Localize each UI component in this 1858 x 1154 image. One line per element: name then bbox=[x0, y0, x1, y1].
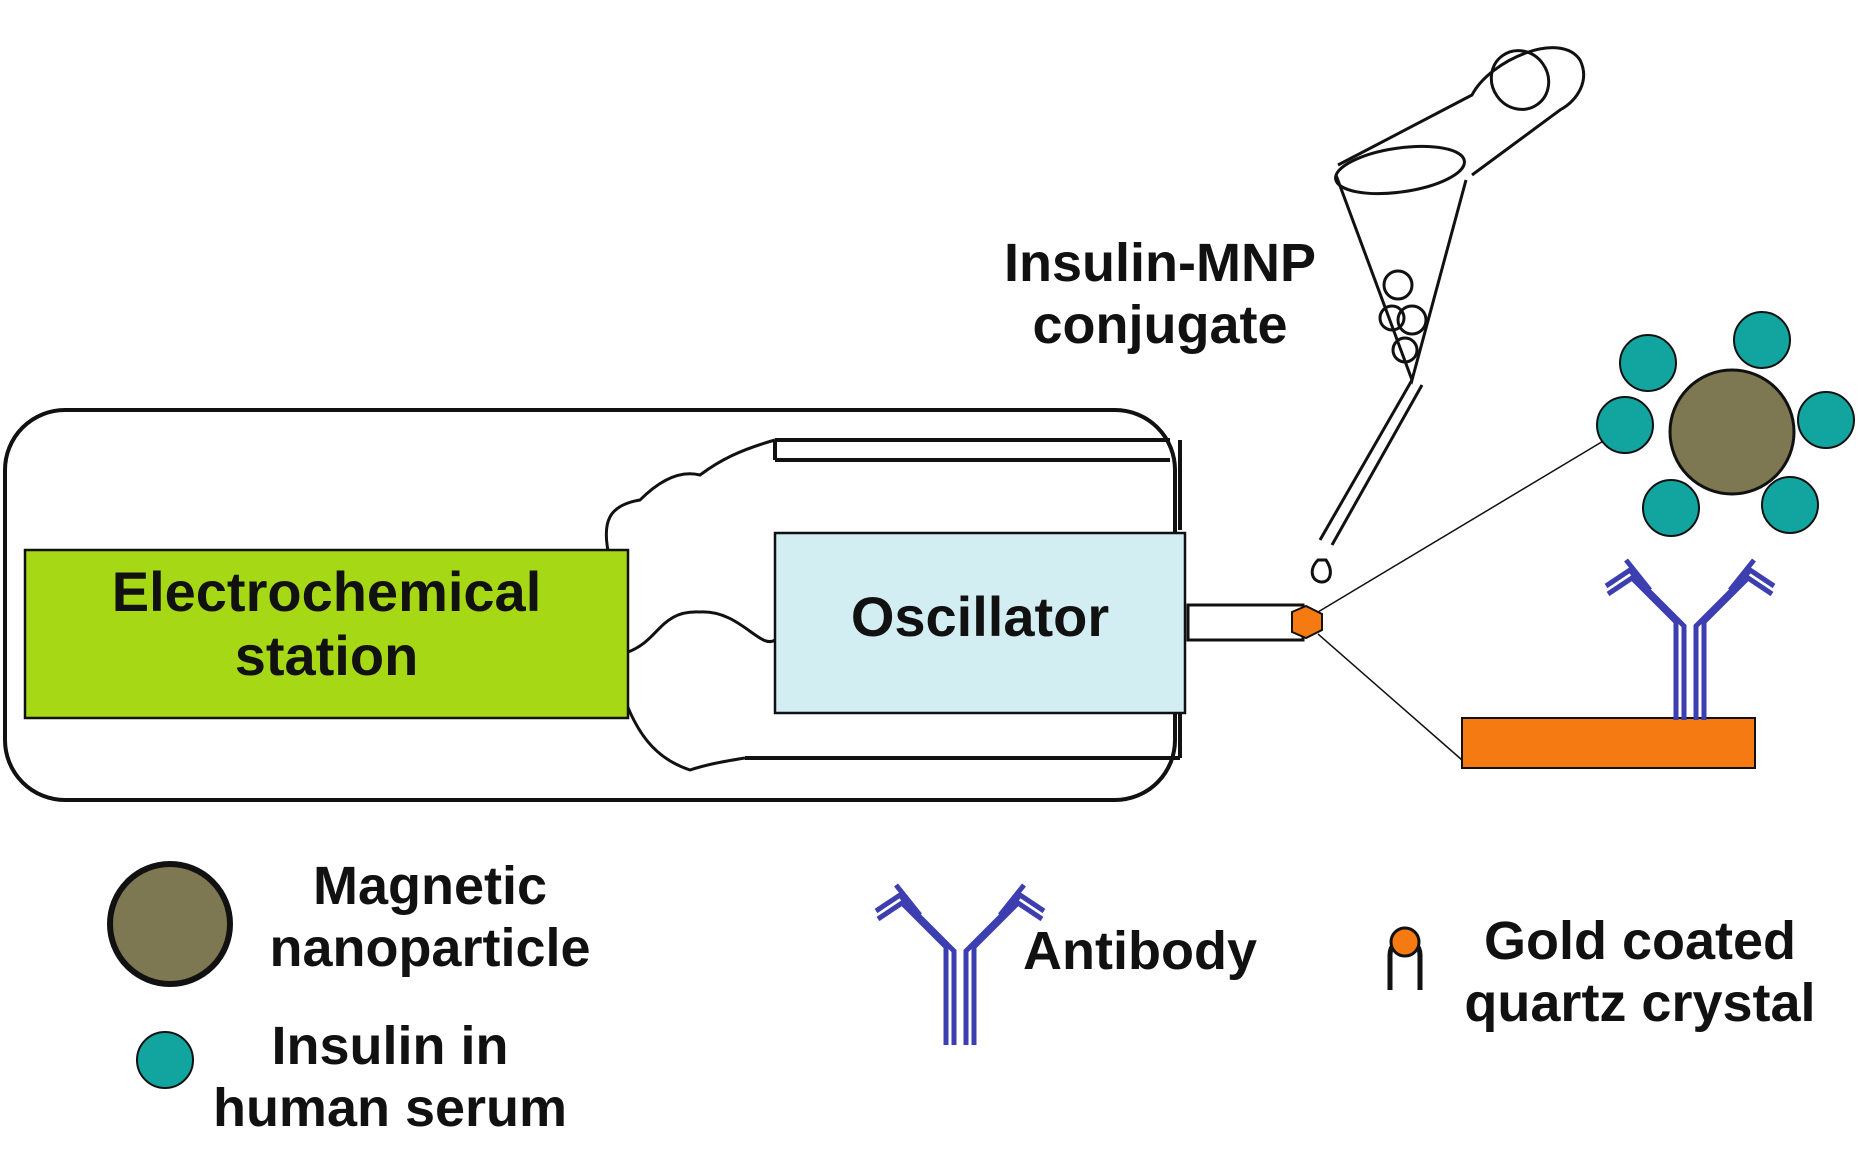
magnetic-label-line-2: nanoparticle bbox=[269, 918, 591, 979]
pipette-label-line-1: Insulin-MNP bbox=[1004, 233, 1316, 293]
pipette-label: Insulin-MNP conjugate bbox=[960, 232, 1360, 356]
pipette-icon bbox=[1310, 46, 1586, 584]
magnetic-label-line-1: Magnetic bbox=[312, 856, 548, 916]
gold-label-line-2: quartz crystal bbox=[1464, 973, 1816, 1034]
insulin-label-line-2: human serum bbox=[212, 1078, 568, 1139]
station-label-line-1: Electrochemical bbox=[111, 560, 542, 623]
gold-crystal-probe-icon bbox=[1291, 604, 1323, 640]
oscillator-label-text: Oscillator bbox=[850, 585, 1110, 648]
insulin-icon bbox=[136, 1031, 194, 1089]
oscillator-box bbox=[773, 531, 1187, 715]
cable-top bbox=[604, 438, 776, 561]
insulin-label-line-1: Insulin in bbox=[271, 1016, 509, 1076]
gold-crystal-icon bbox=[1387, 926, 1423, 990]
oscillator-label: Oscillator bbox=[775, 585, 1185, 649]
gold-label-line-1: Gold coated bbox=[1483, 911, 1797, 971]
antibody-on-crystal-icon bbox=[1606, 560, 1774, 720]
insulin-mnp-conjugate-icon bbox=[1596, 311, 1855, 537]
electrochemical-station-box bbox=[23, 548, 630, 720]
zoom-line-bottom bbox=[1317, 633, 1463, 761]
crystal-probe bbox=[1186, 603, 1305, 642]
gold-crystal-bar bbox=[1461, 717, 1756, 769]
insulin-label: Insulin in human serum bbox=[180, 1015, 600, 1139]
antibody-label-text: Antibody bbox=[1023, 921, 1257, 981]
pipette-label-line-2: conjugate bbox=[1032, 295, 1288, 356]
station-label-line-2: station bbox=[234, 624, 419, 688]
cable-bottom bbox=[623, 699, 746, 772]
upper-channel bbox=[773, 438, 1182, 530]
gold-crystal-label: Gold coated quartz crystal bbox=[1430, 910, 1850, 1034]
electrochemical-station-label: Electrochemical station bbox=[25, 560, 628, 689]
magnetic-nanoparticle-label: Magnetic nanoparticle bbox=[240, 855, 620, 979]
zoom-line-top bbox=[1317, 427, 1626, 613]
cable-middle bbox=[627, 610, 776, 654]
antibody-label: Antibody bbox=[1000, 920, 1280, 982]
magnetic-nanoparticle-icon bbox=[107, 861, 233, 987]
